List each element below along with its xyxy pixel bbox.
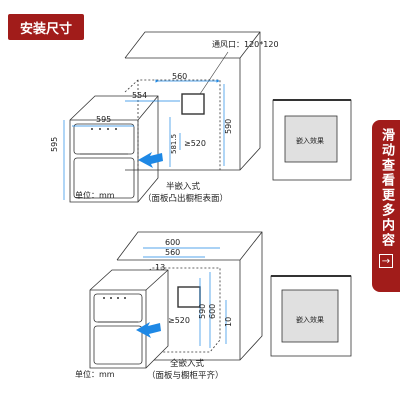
dim-560-bottom: 560 bbox=[165, 248, 180, 257]
dim-590-top: 590 bbox=[224, 119, 233, 134]
dim-554: 554 bbox=[132, 91, 147, 100]
dim-600-vertical: 600 bbox=[208, 304, 217, 319]
arrow-icon: → bbox=[379, 254, 393, 268]
bottom-inset-label: 嵌入效果 bbox=[296, 315, 324, 324]
insert-arrow-bottom bbox=[136, 322, 161, 338]
insert-arrow-top bbox=[138, 152, 163, 168]
scroll-more-label: 滑动查看更多内容 bbox=[379, 128, 394, 248]
dim-600: 600 bbox=[165, 238, 180, 247]
scroll-more-tab[interactable]: 滑动查看更多内容 → bbox=[372, 120, 400, 292]
dim-595-height: 595 bbox=[50, 137, 59, 152]
bottom-appliance bbox=[89, 269, 169, 369]
bottom-vent-opening bbox=[177, 286, 201, 308]
top-control-dots bbox=[91, 128, 117, 130]
section-title: 安装尺寸 bbox=[8, 14, 84, 40]
dim-581-5: 581.5 bbox=[170, 134, 178, 154]
bottom-caption-line2: （面板与橱柜平齐） bbox=[147, 370, 224, 381]
bottom-unit: 单位：mm bbox=[75, 369, 115, 379]
top-caption-line1: 半嵌入式 bbox=[166, 181, 201, 192]
top-inset-effect bbox=[272, 99, 352, 181]
dim-10: 10 bbox=[224, 317, 233, 327]
bottom-control-dots bbox=[103, 297, 126, 299]
dim-520-bottom: ≥520 bbox=[168, 316, 190, 325]
top-cabinet bbox=[124, 31, 261, 171]
top-inset-label: 嵌入效果 bbox=[296, 136, 324, 145]
bottom-inset-effect bbox=[270, 275, 352, 357]
vent-opening bbox=[181, 93, 205, 115]
vent-leader-line bbox=[199, 51, 229, 95]
dim-595-width: 595 bbox=[96, 115, 111, 124]
dim-520-top: ≥520 bbox=[184, 139, 206, 148]
top-appliance bbox=[69, 95, 159, 203]
top-unit: 单位：mm bbox=[75, 190, 115, 200]
dim-13: 13 bbox=[155, 263, 165, 272]
dim-560: 560 bbox=[172, 72, 187, 81]
vent-label: 通风口：120*120 bbox=[212, 39, 279, 49]
bottom-caption-line1: 全嵌入式 bbox=[170, 358, 205, 369]
dim-590-bottom: 590 bbox=[198, 304, 207, 319]
top-caption-line2: （面板凸出橱柜表面） bbox=[143, 193, 228, 204]
